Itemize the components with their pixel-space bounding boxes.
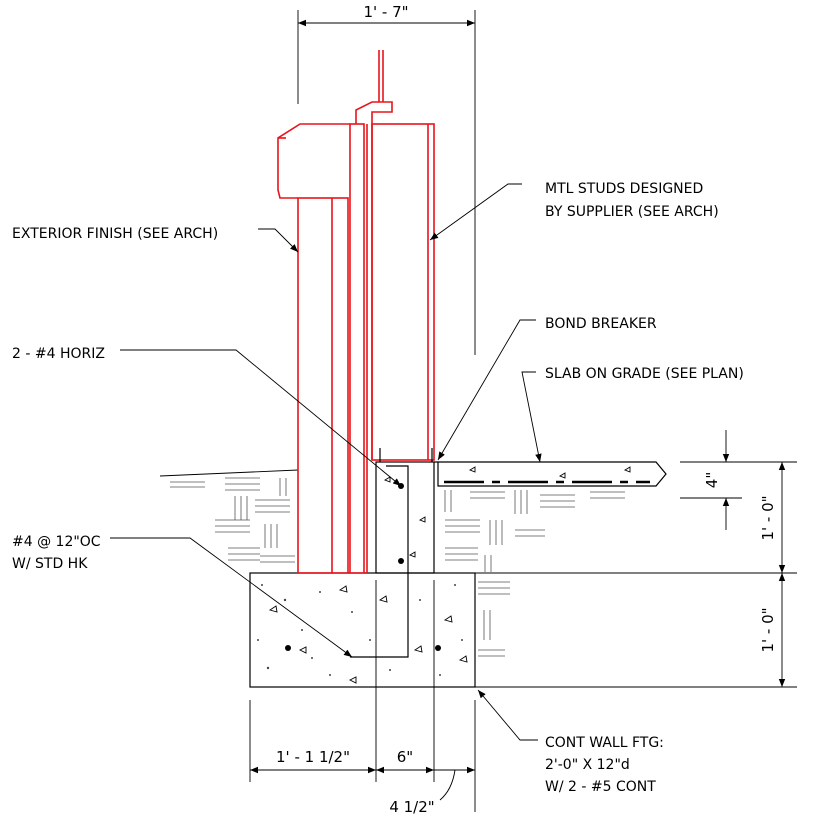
label-slab-on-grade: SLAB ON GRADE (SEE PLAN): [545, 366, 744, 382]
rebar-5-left: [285, 645, 291, 651]
label-exterior-finish: EXTERIOR FINISH (SEE ARCH): [12, 226, 218, 242]
soil-hatch: [159, 469, 625, 657]
dimension-lines: [249, 10, 797, 812]
label-mtl-studs-1: MTL STUDS DESIGNED: [545, 181, 703, 197]
dim-slab-thickness: 4": [703, 472, 721, 488]
horiz-bar-bottom: [398, 558, 404, 564]
dim-footing-depth: 1' - 0": [759, 607, 777, 652]
dim-stem-width: 6": [397, 748, 413, 766]
dim-stem-height: 1' - 0": [759, 495, 777, 540]
dim-toe-width: 4 1/2": [389, 798, 434, 816]
label-dowels-1: #4 @ 12"OC: [12, 534, 101, 550]
concrete-footing: [249, 572, 476, 688]
slab-on-grade: [434, 461, 667, 487]
label-bond-breaker: BOND BREAKER: [545, 316, 657, 332]
label-footing-2: 2'-0" X 12"d: [545, 757, 630, 773]
label-footing-3: W/ 2 - #5 CONT: [545, 779, 656, 795]
label-dowels-2: W/ STD HK: [12, 556, 88, 572]
label-mtl-studs-2: BY SUPPLIER (SEE ARCH): [545, 204, 719, 220]
concrete-stem-wall: [350, 461, 435, 658]
label-footing-1: CONT WALL FTG:: [545, 735, 664, 751]
dowel-hook-bar: [350, 465, 409, 658]
label-horiz-bars: 2 - #4 HORIZ: [12, 346, 105, 362]
rebar-5-right: [435, 645, 441, 651]
dim-top-width: 1' - 7": [363, 3, 408, 21]
dim-left-offset: 1' - 1 1/2": [276, 748, 350, 766]
leader-lines: [110, 183, 542, 741]
wall-assembly: [277, 50, 435, 574]
